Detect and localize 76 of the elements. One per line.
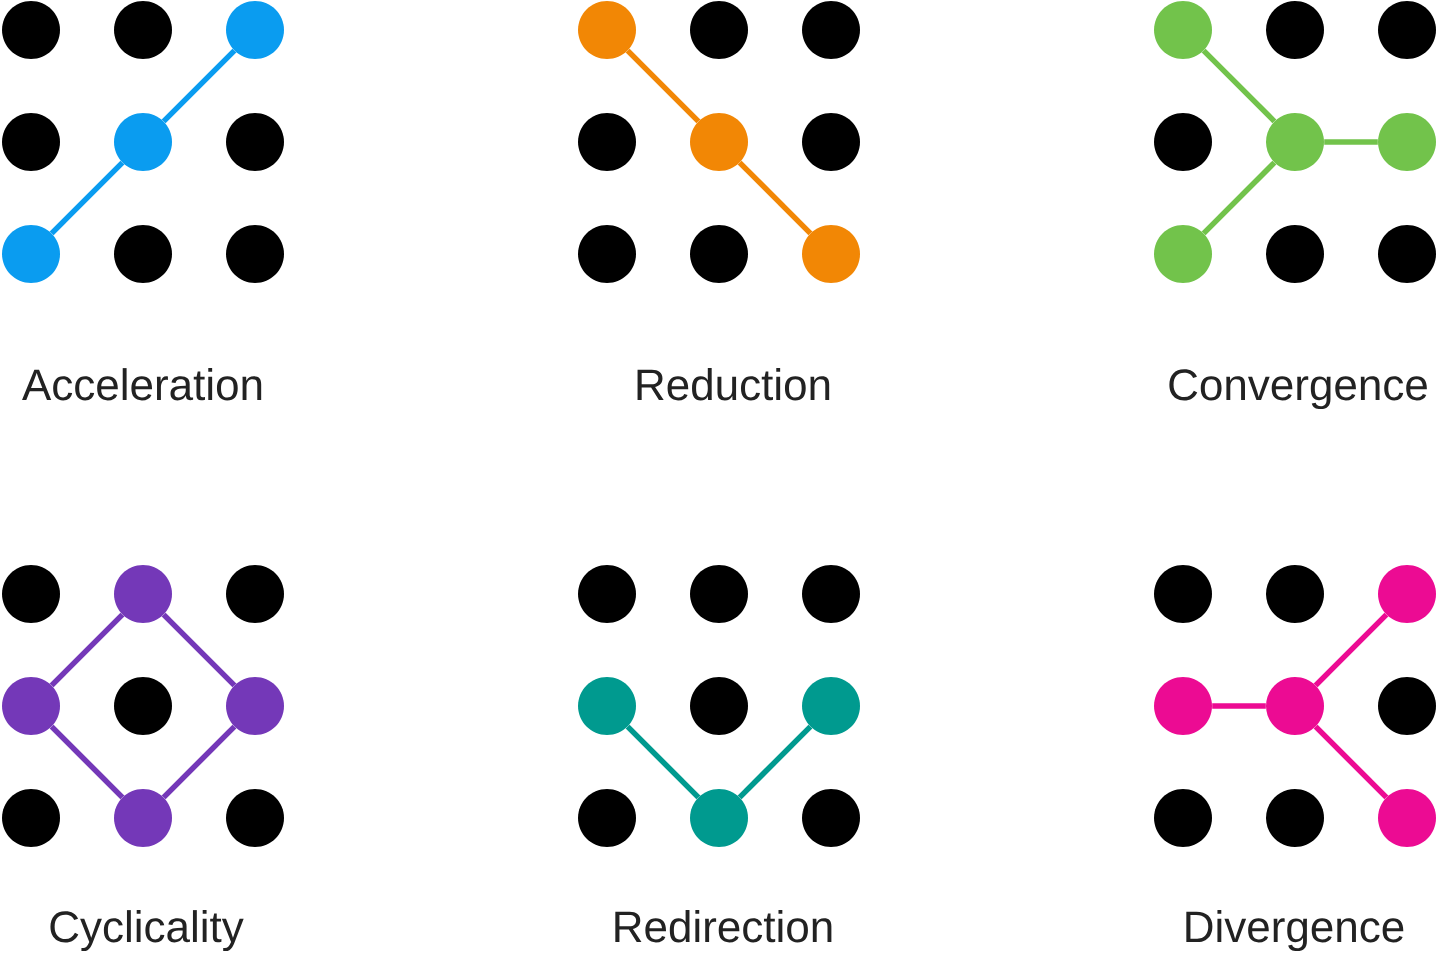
dot [1154,789,1212,847]
connector-line [1212,703,1266,709]
dot [226,113,284,171]
dot [690,789,748,847]
connector-line [49,160,125,236]
connector-line [625,48,701,124]
dot [578,225,636,283]
connector-line [1201,48,1277,124]
dot [114,677,172,735]
dot [1154,565,1212,623]
connector-line [49,724,125,800]
dot [226,225,284,283]
dot [802,225,860,283]
caption: Convergence [1169,369,1427,410]
dot [1154,113,1212,171]
connector-line [161,48,237,124]
dot [1154,677,1212,735]
dot [690,677,748,735]
dot [802,677,860,735]
dot [2,225,60,283]
connector-line [1313,612,1389,688]
connector-line [161,612,237,688]
dot [1266,789,1324,847]
dot [1266,1,1324,59]
dot [690,565,748,623]
dot [114,1,172,59]
dot [2,789,60,847]
dot [1378,1,1436,59]
dot [802,1,860,59]
dot [690,225,748,283]
dot [1266,225,1324,283]
dot [226,565,284,623]
dot [578,677,636,735]
dot [578,789,636,847]
dot [690,1,748,59]
dot [802,113,860,171]
dot [1378,565,1436,623]
caption: Cyclicality [50,910,244,952]
dot [1266,113,1324,171]
dot [578,1,636,59]
connector-line [1201,160,1277,236]
dot [114,565,172,623]
connector-line [737,724,813,800]
dot [1266,677,1324,735]
dot [802,789,860,847]
connector-line [49,612,125,688]
caption: Reduction [637,368,830,401]
connector-line [1313,724,1389,800]
dot [2,677,60,735]
dot [1378,225,1436,283]
connector-line [1324,139,1378,145]
dot [226,1,284,59]
dot [1378,113,1436,171]
caption: Divergence [1186,910,1404,952]
caption: Acceleration [22,368,262,401]
dot [114,789,172,847]
dot [1378,677,1436,735]
dot [690,113,748,171]
dot [2,1,60,59]
caption: Redirection [615,910,832,943]
dot [226,789,284,847]
connector-line [737,160,813,236]
dot [578,113,636,171]
dot [226,677,284,735]
dot [2,565,60,623]
dot [2,113,60,171]
dot [578,565,636,623]
dot [1378,789,1436,847]
dot [1266,565,1324,623]
connector-line [625,724,701,800]
dot [114,113,172,171]
dot [114,225,172,283]
dot [1154,225,1212,283]
dot [1154,1,1212,59]
dot [802,565,860,623]
connector-line [161,724,237,800]
